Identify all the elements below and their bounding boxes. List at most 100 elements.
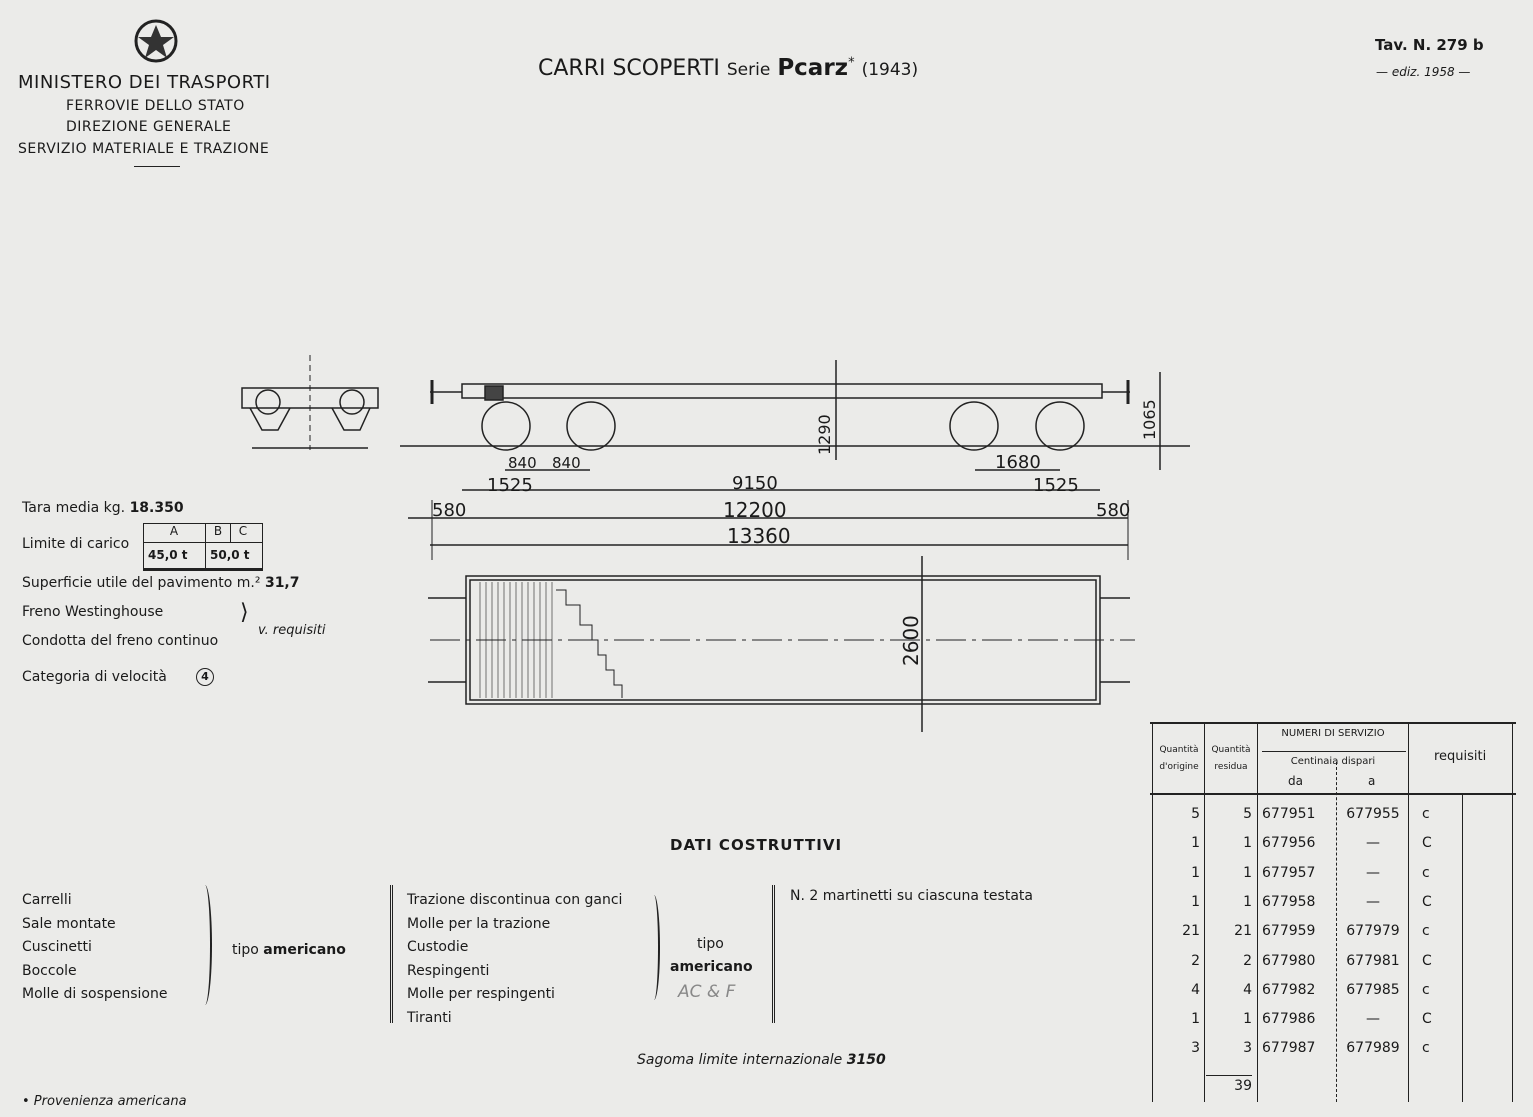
cell-a: 677989 <box>1346 1040 1400 1057</box>
cell-a: — <box>1366 864 1380 881</box>
dim-1290: 1290 <box>815 414 834 455</box>
cell-origine: 5 <box>1191 806 1200 822</box>
header-quantita-residua: Quantità residua <box>1211 745 1251 772</box>
side-view <box>400 360 1190 560</box>
header-numeri-servizio: NUMERI DI SERVIZIO <box>1281 728 1385 739</box>
total-residua: 39 <box>1206 1075 1252 1094</box>
americano-2: americano <box>670 959 753 975</box>
ministry-name: MINISTERO DEI TRASPORTI <box>18 72 271 93</box>
load-limit-table: A B C 45,0 t 50,0 t <box>143 523 263 571</box>
cell-da: 677982 <box>1262 981 1316 998</box>
categoria: Categoria di velocità <box>22 669 167 685</box>
dim-580b: 580 <box>1096 500 1130 521</box>
cell-a: 677985 <box>1346 981 1400 998</box>
dim-1680: 1680 <box>995 452 1041 473</box>
brace: ⟩ <box>240 600 249 625</box>
ministry-line2: DIREZIONE GENERALE <box>66 119 232 135</box>
dim-9150: 9150 <box>732 473 778 494</box>
dati-col3: N. 2 martinetti su ciascuna testata <box>790 888 1033 904</box>
cell-da: 677951 <box>1262 806 1316 822</box>
emblem-icon <box>134 19 178 63</box>
cell-origine: 2 <box>1191 952 1200 969</box>
cell-origine: 4 <box>1191 981 1200 998</box>
divider <box>134 166 180 167</box>
cell-a: 677981 <box>1346 952 1400 969</box>
cell-residua: 3 <box>1243 1040 1252 1057</box>
cell-origine: 21 <box>1182 923 1200 940</box>
cell-a: — <box>1366 1011 1380 1028</box>
page-title: CARRI SCOPERTI Serie Pcarz* (1943) <box>538 55 919 81</box>
dim-12200: 12200 <box>723 498 787 522</box>
end-view <box>241 355 379 450</box>
cell-requisiti: C <box>1422 893 1432 910</box>
divider <box>772 885 775 1023</box>
cell-requisiti: c <box>1422 1040 1430 1057</box>
brace <box>648 895 660 1000</box>
ministry-line3: SERVIZIO MATERIALE E TRAZIONE <box>18 141 270 157</box>
dim-13360: 13360 <box>727 524 791 548</box>
cell-residua: 1 <box>1243 1011 1252 1028</box>
dim-1525a: 1525 <box>487 475 533 496</box>
cell-requisiti: c <box>1422 981 1430 998</box>
cell-requisiti: c <box>1422 806 1430 822</box>
cell-da: 677980 <box>1262 952 1316 969</box>
cell-residua: 1 <box>1243 835 1252 852</box>
dim-2600: 2600 <box>899 615 923 666</box>
dati-title: DATI COSTRUTTIVI <box>670 836 843 854</box>
cell-origine: 1 <box>1191 1011 1200 1028</box>
cell-da: 677959 <box>1262 923 1316 940</box>
handwritten-note: AC & F <box>678 982 736 1002</box>
cell-a: — <box>1366 835 1380 852</box>
cell-da: 677987 <box>1262 1040 1316 1057</box>
cell-origine: 1 <box>1191 835 1200 852</box>
cell-requisiti: C <box>1422 1011 1432 1028</box>
cell-residua: 4 <box>1243 981 1252 998</box>
cell-a: — <box>1366 893 1380 910</box>
limite-label: Limite di carico <box>22 536 130 552</box>
header-da: da <box>1288 774 1303 788</box>
tara-media: Tara media kg. 18.350 <box>22 500 184 516</box>
cell-da: 677986 <box>1262 1011 1316 1028</box>
cell-requisiti: c <box>1422 864 1430 881</box>
edition: — ediz. 1958 — <box>1376 65 1471 79</box>
wagon-drawing: 840 840 1525 9150 1680 1525 580 12200 58… <box>241 355 1190 732</box>
dim-580a: 580 <box>432 500 466 521</box>
superficie: Superficie utile del pavimento m.² 31,7 <box>22 575 300 591</box>
cell-da: 677957 <box>1262 864 1316 881</box>
header-a: a <box>1368 774 1376 788</box>
dim-1065: 1065 <box>1140 399 1159 440</box>
tipo-americano-1: tipo americano <box>232 942 346 958</box>
cell-requisiti: C <box>1422 835 1432 852</box>
header-quantita-origine: Quantità d'origine <box>1159 745 1199 772</box>
tav-number: Tav. N. 279 b <box>1375 36 1484 54</box>
cell-residua: 2 <box>1243 952 1252 969</box>
cell-da: 677958 <box>1262 893 1316 910</box>
dim-840b: 840 <box>552 454 581 472</box>
condotta: Condotta del freno continuo <box>22 633 219 649</box>
header-centinaia: Centinaia dispari <box>1290 756 1376 767</box>
categoria-value: 4 <box>196 668 214 686</box>
service-numbers-table: Quantità d'origine Quantità residua NUME… <box>1150 722 1518 1102</box>
cell-a: 677955 <box>1346 806 1400 822</box>
freno: Freno Westinghouse <box>22 604 164 620</box>
cell-origine: 3 <box>1191 1040 1200 1057</box>
cell-residua: 1 <box>1243 893 1252 910</box>
cell-a: 677979 <box>1346 923 1400 940</box>
cell-residua: 5 <box>1243 806 1252 822</box>
divider <box>390 885 393 1023</box>
v-requisiti: v. requisiti <box>258 623 326 638</box>
sagoma: Sagoma limite internazionale 3150 <box>637 1052 886 1068</box>
footnote: • Provenienza americana <box>22 1094 187 1109</box>
dim-840a: 840 <box>508 454 537 472</box>
dim-1525b: 1525 <box>1033 475 1079 496</box>
brace <box>198 885 212 1005</box>
cell-da: 677956 <box>1262 835 1316 852</box>
cell-requisiti: C <box>1422 952 1432 969</box>
ministry-line1: FERROVIE DELLO STATO <box>66 98 245 114</box>
cell-residua: 21 <box>1234 923 1252 940</box>
cell-residua: 1 <box>1243 864 1252 881</box>
cell-origine: 1 <box>1191 864 1200 881</box>
